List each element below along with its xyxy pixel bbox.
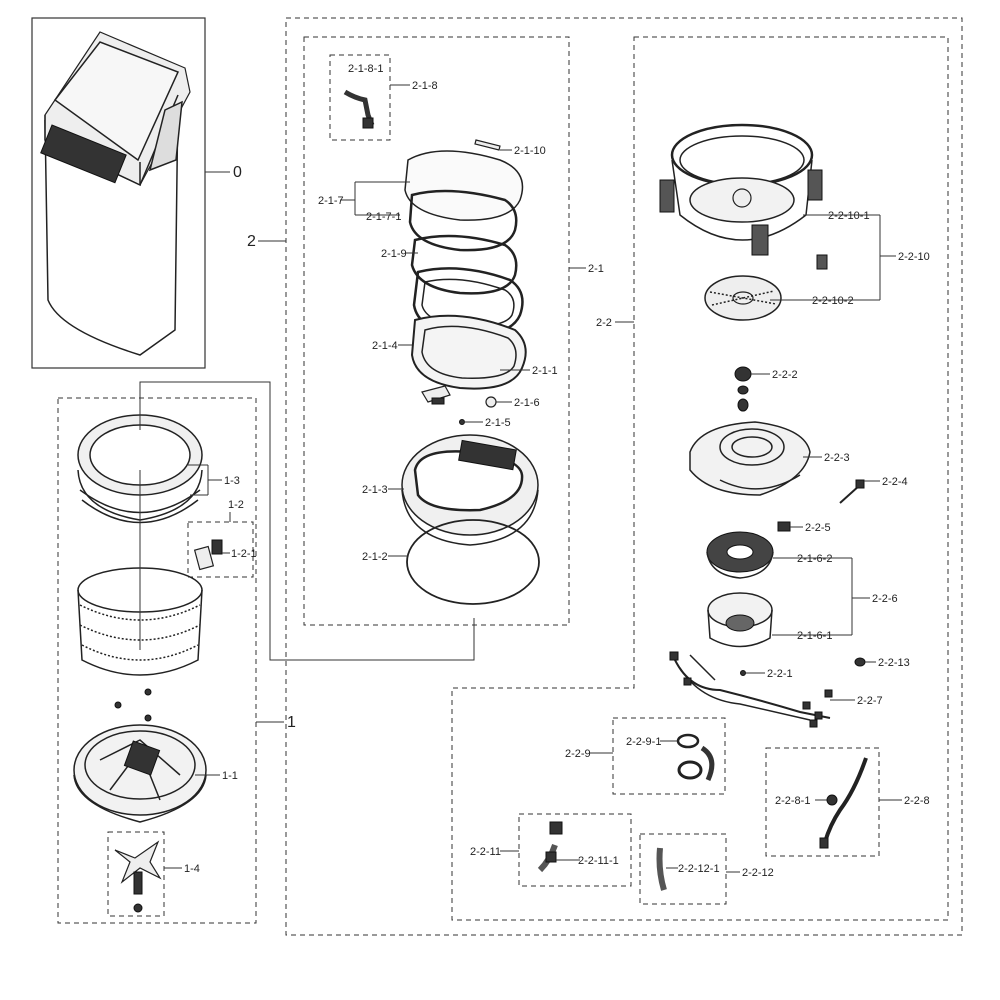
group-2-cabinet: 2 (247, 17, 963, 936)
part-2-2-10-2-pulsator (704, 275, 782, 321)
part-label-2-1-2: 2-1-2 (362, 551, 388, 563)
part-label-2-1-4: 2-1-4 (372, 340, 398, 352)
part-1-2-1-clip (193, 539, 223, 571)
part-2-2-9-1-hose-clamp (676, 733, 715, 782)
part-label-2-2-8: 2-2-8 (904, 795, 930, 807)
part-label-0: 0 (233, 164, 242, 181)
bolt-icon (114, 701, 122, 709)
part-2-2-7-wire-harness (669, 651, 833, 728)
part-label-2-1-6: 2-1-6 (514, 397, 540, 409)
part-label-1-2-1: 1-2-1 (231, 548, 257, 560)
part-label-1-4: 1-4 (184, 863, 200, 875)
part-label-1-2: 1-2 (228, 499, 244, 511)
part-2-2-1-nut (740, 670, 746, 676)
part-handle (421, 385, 451, 405)
part-2-2-4-sensor (839, 479, 865, 504)
part-label-2-2-12-1: 2-2-12-1 (678, 863, 720, 875)
part-2-2-12-1-hose (656, 847, 667, 891)
part-label-2-2-8-1: 2-2-8-1 (775, 795, 810, 807)
part-label-2-2-3: 2-2-3 (824, 452, 850, 464)
part-label-2: 2 (247, 233, 256, 250)
part-grommet (816, 254, 828, 270)
part-label-2-2-1: 2-2-1 (767, 668, 793, 680)
washer-illustration (40, 31, 191, 356)
part-label-2-2-11: 2-2-11 (470, 846, 501, 858)
part-2-1-9-gasket (410, 234, 518, 295)
group-2-2-tub-motor: 2-2 2-2-10-1 2-2-10 2-2-10-2 (451, 36, 949, 921)
bolt-icon (144, 714, 152, 722)
part-2-1-6-2-stator (706, 531, 774, 579)
part-label-2-2-4: 2-2-4 (882, 476, 908, 488)
part-2-1-3-top-panel (401, 434, 539, 546)
part-label-2-1-1: 2-1-1 (532, 365, 558, 377)
part-label-2-2: 2-2 (596, 317, 612, 329)
part-label-2-2-11-1: 2-2-11-1 (578, 855, 619, 867)
part-2-1-4-lid-frame (410, 314, 527, 390)
part-label-2-1-3: 2-1-3 (362, 484, 388, 496)
part-label-2-2-9: 2-2-9 (565, 748, 591, 760)
part-1-1-tub-base (73, 724, 207, 823)
part-label-2-1-6-2: 2-1-6-2 (797, 553, 832, 565)
part-2-2-10-1-outer-tub (659, 123, 823, 256)
part-label-2-2-6: 2-2-6 (872, 593, 898, 605)
group-1-lower-assembly: 1 1-3 1-2 1-2-1 (57, 397, 296, 924)
part-2-2-2-bearing (734, 366, 752, 382)
part-1-4-bracket (114, 840, 162, 913)
part-2-2-11-1-pump-hose (537, 821, 563, 873)
part-label-2-2-9-1: 2-2-9-1 (626, 736, 661, 748)
part-label-2-2-2: 2-2-2 (772, 369, 798, 381)
part-2-1-7-1-frame (408, 189, 518, 252)
part-label-2-1-10: 2-1-10 (514, 145, 546, 157)
part-label-2-1-7-1: 2-1-7-1 (366, 211, 401, 223)
part-2-1-6-knob (485, 396, 497, 408)
part-label-2-1-7: 2-1-7 (318, 195, 344, 207)
part-label-2-1-5: 2-1-5 (485, 417, 511, 429)
part-2-2-5-clip (777, 521, 791, 532)
part-2-1-6-1-rotor (707, 592, 773, 648)
part-label-2-2-13: 2-2-13 (878, 657, 910, 669)
part-label-2-2-12: 2-2-12 (742, 867, 774, 879)
part-label-2-1-8-1: 2-1-8-1 (348, 63, 383, 75)
part-label-1-1: 1-1 (222, 770, 238, 782)
group-0-washer: 0 (31, 17, 242, 369)
part-label-2-2-7: 2-2-7 (857, 695, 883, 707)
part-2-2-13-cap (854, 657, 866, 667)
group-2-1-top-cover: 2-1 2-1-8-1 2-1-8 2-1-10 2-1-7 2-1-7-1 (303, 36, 604, 626)
part-2-2-3-tub-bracket (689, 421, 811, 496)
part-2-1-8-1-valve (343, 89, 375, 129)
part-label-2-2-5: 2-2-5 (805, 522, 831, 534)
part-label-1-3: 1-3 (224, 475, 240, 487)
connector-line (139, 381, 475, 661)
part-2-1-2-ring (406, 519, 540, 605)
part-label-2-2-10: 2-2-10 (898, 251, 930, 263)
part-label-2-1: 2-1 (588, 263, 604, 275)
bolt-icon (144, 688, 152, 696)
part-label-2-1-6-1: 2-1-6-1 (797, 630, 832, 642)
part-lid-glass (404, 150, 524, 221)
part-label-2-1-9: 2-1-9 (381, 248, 407, 260)
part-label-2-2-10-2: 2-2-10-2 (812, 295, 854, 307)
part-label-2-1-8: 2-1-8 (412, 80, 438, 92)
part-2-2-8-1-drain-hose (819, 757, 868, 849)
part-label-1: 1 (287, 714, 296, 731)
screw-icon (459, 419, 465, 425)
part-2-1-10-strip (474, 139, 501, 151)
part-label-2-2-10-1: 2-2-10-1 (828, 210, 870, 222)
